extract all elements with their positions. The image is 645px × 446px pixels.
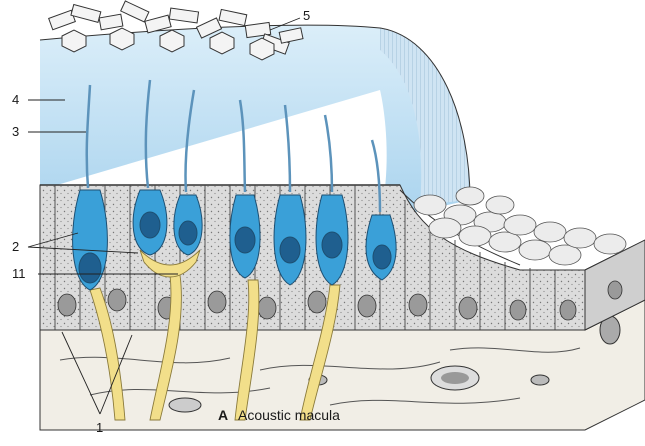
label-nerve-endings: 11: [12, 266, 26, 281]
label-otolithic-membrane: 4: [12, 92, 19, 107]
caption-text: Acoustic macula: [238, 407, 340, 423]
label-supporting-cells: 1: [96, 420, 103, 435]
label-otoconia: 5: [303, 8, 310, 23]
label-hair-cells: 2: [12, 239, 19, 254]
caption-letter: A: [218, 407, 228, 423]
label-stereocilia: 3: [12, 124, 19, 139]
